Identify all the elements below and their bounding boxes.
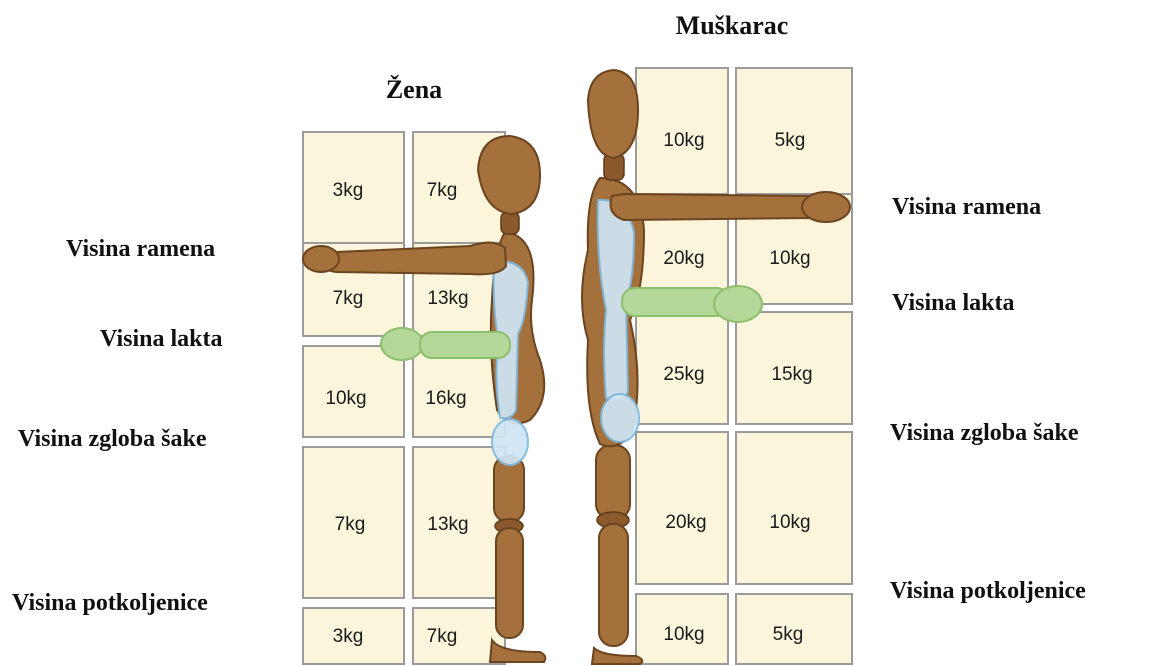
man-title: Muškarac [676,11,789,40]
woman-label-elbow: Visina lakta [100,326,222,352]
woman-shin [496,528,523,638]
woman-weight-r5-c2: 7kg [427,626,458,647]
man-weight-r1-c1: 10kg [663,130,704,151]
woman-hand [303,246,339,272]
man-shin [599,524,628,646]
woman-label-shoulder: Visina ramena [66,236,215,262]
woman-weight-r4-c2: 13kg [427,514,468,535]
man-thigh [596,445,630,519]
woman-forearm [420,332,510,358]
man-label-wrist: Visina zgloba šake [890,420,1079,446]
woman-neck [501,212,519,234]
man-elbow-hand [714,286,762,322]
woman-hip-zone [492,419,528,465]
man-foot [592,648,642,664]
man-hand [802,192,850,222]
woman-label-wrist: Visina zgloba šake [18,426,207,452]
man-label-knuckle: Visina potkoljenice [890,578,1086,604]
man-weight-r4-c1: 20kg [665,512,706,533]
woman-weight-r2-c2: 13kg [427,288,468,309]
woman-weight-r3-c1: 10kg [325,388,366,409]
man-cell-r4-c1 [636,432,728,584]
man-weight-r3-c1: 25kg [663,364,704,385]
man-upper-arm [611,194,827,220]
man-head [588,70,638,158]
man-weight-r5-c2: 5kg [773,624,804,645]
woman-weight-r2-c1: 7kg [333,288,364,309]
woman-label-knuckle: Visina potkoljenice [12,590,208,616]
man-hip-zone [601,394,639,442]
woman-weight-r3-c2: 16kg [425,388,466,409]
man-label-elbow: Visina lakta [892,290,1014,316]
woman-elbow-hand [381,328,423,360]
man-weight-r3-c2: 15kg [771,364,812,385]
man-weight-r4-c2: 10kg [769,512,810,533]
woman-weight-r5-c1: 3kg [333,626,364,647]
woman-weight-r4-c1: 7kg [335,514,366,535]
man-label-shoulder: Visina ramena [892,194,1041,220]
woman-weight-r1-c1: 3kg [333,180,364,201]
man-cell-r4-c2 [736,432,852,584]
man-weight-r5-c1: 10kg [663,624,704,645]
woman-weight-r1-c2: 7kg [427,180,458,201]
woman-title: Žena [386,75,442,104]
man-weight-r1-c2: 5kg [775,130,806,151]
man-weight-r2-c1: 20kg [663,248,704,269]
man-weight-r2-c2: 10kg [769,248,810,269]
